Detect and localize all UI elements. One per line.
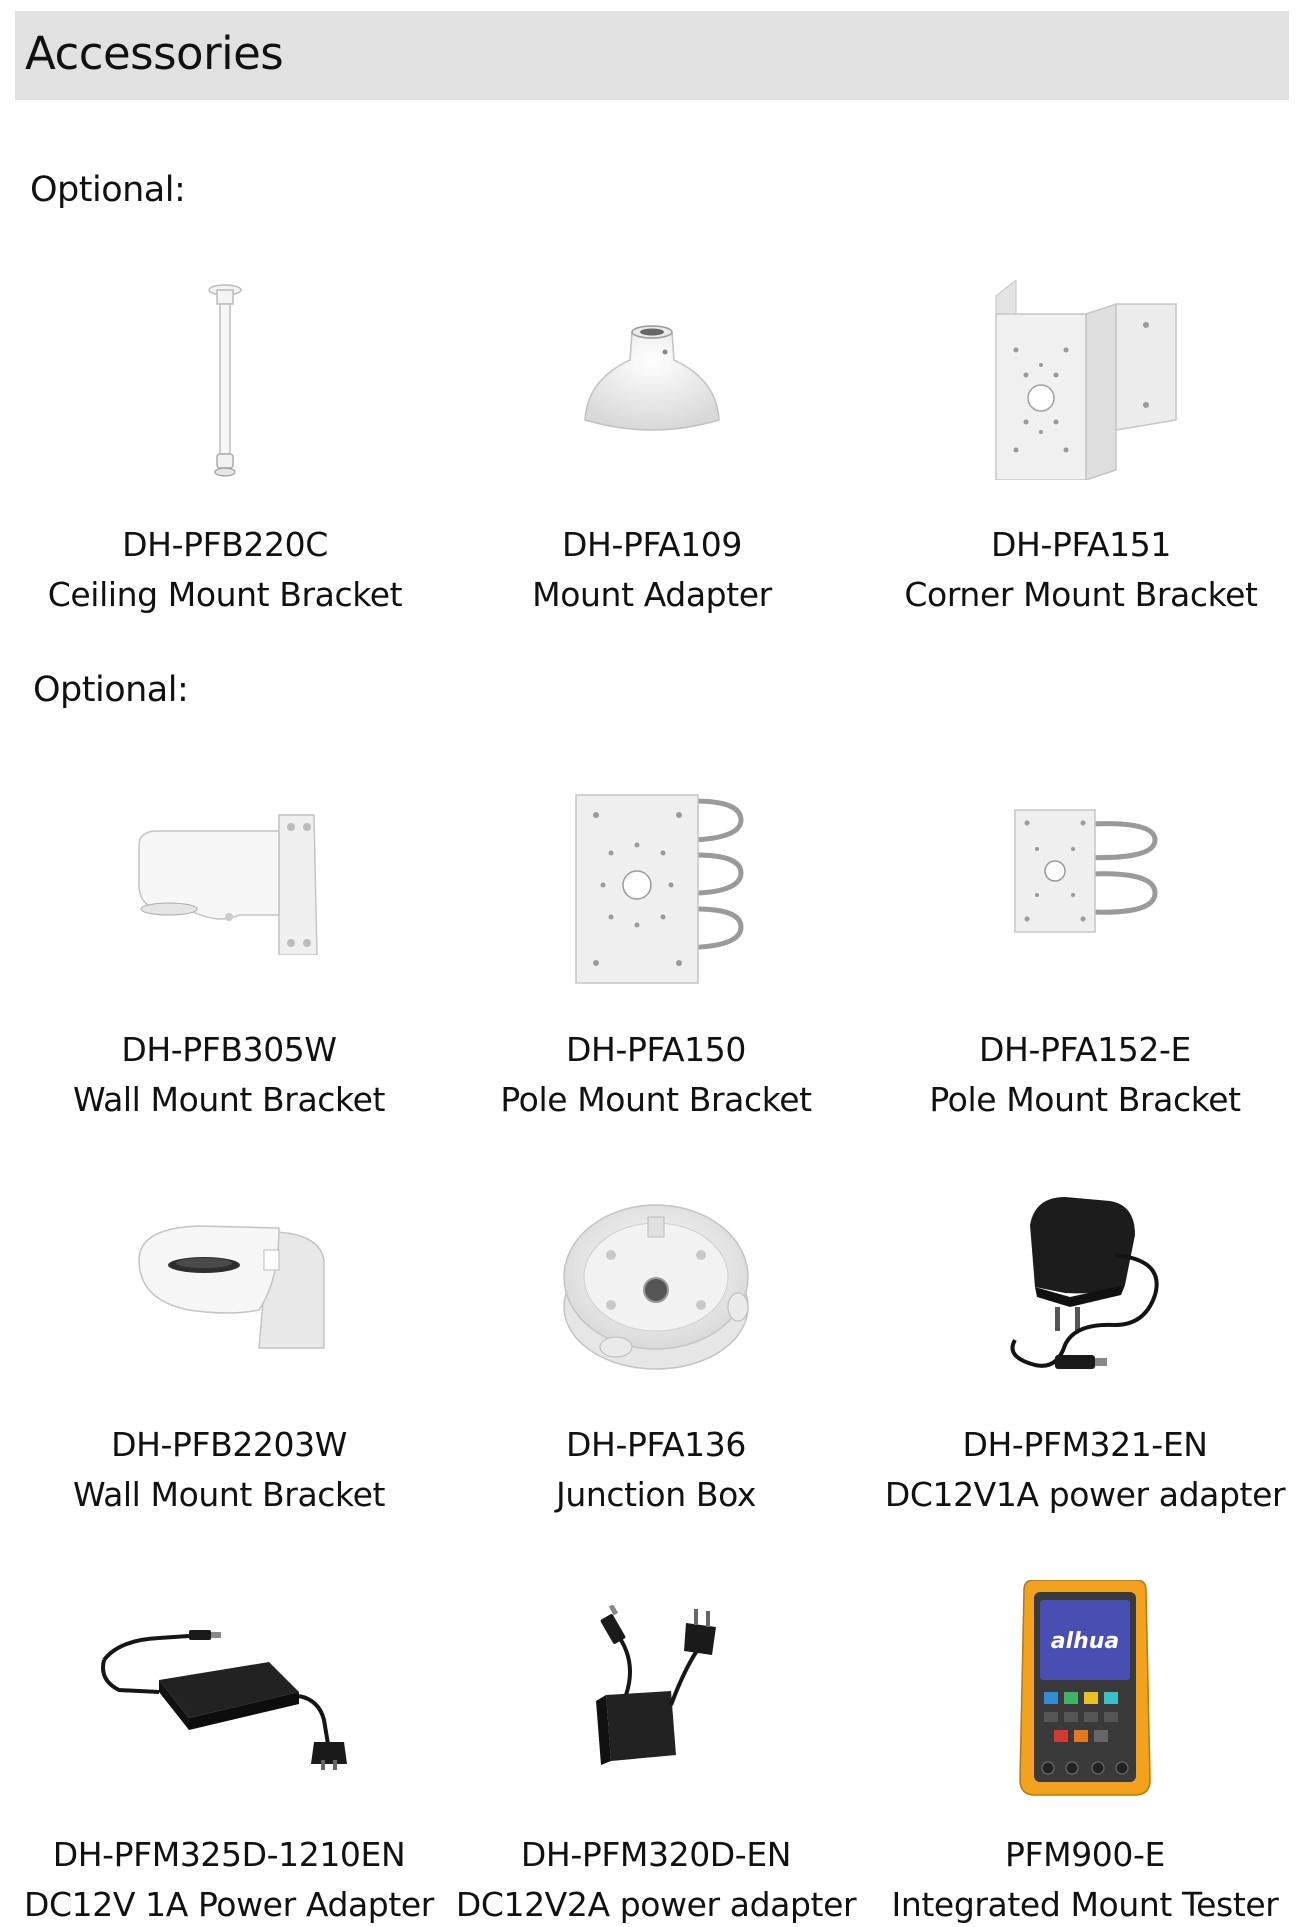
- item-model: DH-PFA109: [562, 525, 742, 564]
- wall-plug-adapter-icon: [1010, 1197, 1159, 1369]
- tester-device-icon: alhua: [1019, 1580, 1151, 1796]
- section-label-optional-2: Optional:: [33, 670, 189, 710]
- item-name: Integrated Mount Tester: [891, 1885, 1279, 1924]
- accessory-item: DH-PFM320D-EN DC12V2A power adapter: [441, 1605, 871, 1924]
- wall-arm-icon: [138, 814, 318, 955]
- item-name: Ceiling Mount Bracket: [47, 575, 403, 614]
- page-title: Accessories: [25, 27, 284, 80]
- item-model: DH-PFM325D-1210EN: [52, 1835, 406, 1874]
- junction-box-icon: [563, 1204, 749, 1370]
- item-name: Mount Adapter: [532, 575, 772, 614]
- corner-bracket-icon: [995, 280, 1177, 480]
- section-label-optional-1: Optional:: [30, 170, 186, 210]
- item-model: PFM900-E: [1005, 1835, 1165, 1874]
- item-model: DH-PFA150: [566, 1030, 746, 1069]
- item-name: Wall Mount Bracket: [72, 1080, 386, 1119]
- header-bar: Accessories: [15, 11, 1289, 100]
- pole-plate-icon: [575, 794, 744, 984]
- desktop-adapter-2a-icon: [596, 1605, 716, 1765]
- item-model: DH-PFA152-E: [979, 1030, 1191, 1069]
- mount-adapter-icon: [584, 325, 720, 431]
- accessory-item: DH-PFA136 Junction Box: [441, 1195, 871, 1514]
- item-name: DC12V 1A Power Adapter: [24, 1885, 434, 1924]
- accessory-item: alhua PFM900-E Integrated Mount Tester: [870, 1580, 1300, 1924]
- item-model: DH-PFA136: [566, 1425, 746, 1464]
- item-name: Corner Mount Bracket: [904, 575, 1258, 614]
- ceiling-pole-icon: [208, 284, 242, 477]
- accessory-item: DH-PFA152-E Pole Mount Bracket: [870, 805, 1300, 1119]
- accessory-item: DH-PFA109 Mount Adapter: [437, 280, 867, 614]
- accessory-item: DH-PFM325D-1210EN DC12V 1A Power Adapter: [14, 1630, 444, 1924]
- item-model: DH-PFA151: [991, 525, 1171, 564]
- accessory-item: DH-PFB305W Wall Mount Bracket: [14, 785, 444, 1119]
- accessory-item: DH-PFB2203W Wall Mount Bracket: [14, 1220, 444, 1514]
- accessory-item: DH-PFA151 Corner Mount Bracket: [866, 280, 1296, 614]
- item-name: Wall Mount Bracket: [72, 1475, 386, 1514]
- item-model: DH-PFM321-EN: [962, 1425, 1208, 1464]
- tester-brand-text: alhua: [1051, 1629, 1120, 1654]
- item-model: DH-PFB220C: [122, 525, 328, 564]
- item-name: Junction Box: [556, 1475, 756, 1514]
- item-model: DH-PFB305W: [121, 1030, 337, 1069]
- accessory-item: DH-PFB220C Ceiling Mount Bracket: [10, 280, 440, 614]
- item-name: DC12V1A power adapter: [884, 1475, 1286, 1514]
- pole-plate-small-icon: [1014, 809, 1158, 933]
- wall-dome-bracket-icon: [138, 1225, 325, 1349]
- item-name: Pole Mount Bracket: [929, 1080, 1241, 1119]
- item-name: DC12V2A power adapter: [455, 1885, 857, 1924]
- item-model: DH-PFB2203W: [111, 1425, 347, 1464]
- accessory-item: DH-PFM321-EN DC12V1A power adapter: [870, 1195, 1300, 1514]
- desktop-adapter-icon: [101, 1630, 347, 1770]
- item-model: DH-PFM320D-EN: [520, 1835, 792, 1874]
- item-name: Pole Mount Bracket: [500, 1080, 812, 1119]
- accessory-item: DH-PFA150 Pole Mount Bracket: [441, 785, 871, 1119]
